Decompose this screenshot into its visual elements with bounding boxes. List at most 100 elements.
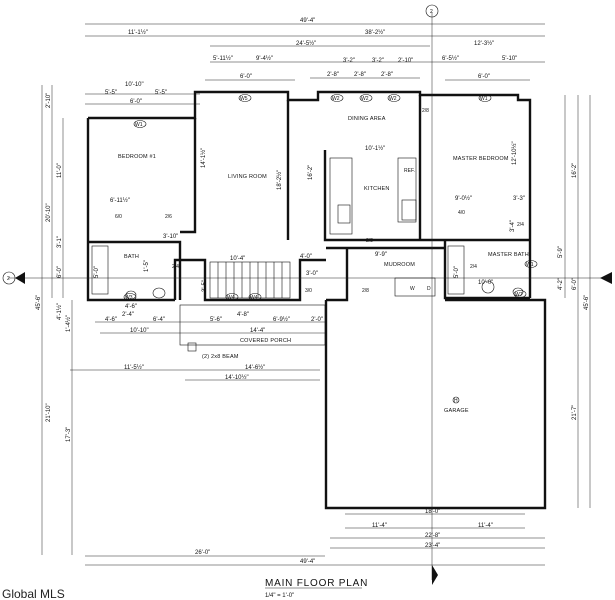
walls — [86, 90, 547, 510]
dim-living-window: 6'-0" — [240, 74, 252, 80]
window-tag: W2 — [332, 96, 340, 102]
dim-top-b: 9'-4½" — [256, 55, 273, 62]
dim-left-f: 4'-1½" — [56, 303, 63, 320]
dim-top-d: 5'-10" — [502, 56, 517, 62]
dim-porch-a: 4'-6" — [105, 317, 117, 323]
door-tag: 2/6 — [165, 214, 172, 220]
title-block: MAIN FLOOR PLAN 1/4" = 1'-0" — [265, 578, 368, 599]
dim-dining-w1: 2'-8" — [327, 72, 339, 78]
top-dimensions: 49'-4" 11'-1½" 38'-2½" 24'-5½" 12'-3½" 5… — [85, 18, 545, 105]
plan-scale: 1/4" = 1'-0" — [265, 593, 294, 599]
porch — [70, 304, 326, 381]
window-tag: W3 — [125, 295, 133, 301]
dim-dining-w6: 2'-10" — [398, 58, 413, 64]
window-tag: W4 — [250, 295, 258, 301]
dim-porch-d: 6'-9½" — [273, 316, 290, 323]
dim-hall-c: 4'-0" — [300, 254, 312, 260]
heater-label: H — [454, 398, 458, 404]
dim-left-a: 2'-10" — [46, 93, 52, 108]
dim-bottom-a: 11'-4" — [372, 523, 387, 529]
ref-label: REF. — [404, 168, 415, 174]
dim-left-h: 21'-10" — [46, 403, 52, 422]
dim-right-b: 5'-9" — [558, 246, 564, 258]
left-dimensions: 2'-10" 11'-0" 20'-10" 3'-1" 6'-0" 45'-6"… — [36, 93, 72, 442]
dim-bath-c: 2'-4" — [122, 312, 134, 318]
stairs — [217, 262, 283, 298]
dim-left-i: 17'-3" — [66, 427, 72, 442]
dim-bottom-overall: 49'-4" — [300, 559, 315, 565]
dim-master-closet: 9'-0½" — [455, 195, 472, 202]
dim-dining-depth: 16'-2" — [308, 165, 314, 180]
dim-right-c: 6'-0" — [572, 278, 578, 290]
door-tag: 6/0 — [115, 214, 122, 220]
bottom-dimensions: 18'-0" 11'-4" 11'-4" 22'-8" 23'-4" 26'-0… — [195, 509, 493, 565]
dim-mudroom-width: 9'-9" — [375, 252, 387, 258]
room-bedroom: BEDROOM #1 — [118, 154, 156, 160]
room-garage: GARAGE — [444, 408, 469, 414]
window-tag: W4 — [227, 295, 235, 301]
dim-top-a: 5'-11½" — [213, 55, 233, 62]
dim-porch-g: 14'-4" — [250, 328, 265, 334]
dim-bath-a: 4'-6" — [125, 304, 137, 310]
dim-porch-f: 10'-10" — [130, 328, 149, 334]
dim-closet-c: 3'-4" — [510, 220, 516, 232]
door-tag: 2/8 — [362, 288, 369, 294]
dryer-label: D — [427, 286, 431, 292]
window-tags: W1 W5 W2 W2 W2 W1 W3 W4 W4 W7 W1 — [123, 94, 538, 301]
dim-hall-a: 3'-10" — [163, 234, 178, 240]
dim-bottom-garage-door: 18'-0" — [425, 509, 440, 515]
dim-master-depth: 12'-10½" — [511, 141, 518, 165]
section-arrow-left — [15, 272, 25, 284]
dim-stair-b: 4'-8" — [237, 312, 249, 318]
dim-bed-seg-2: 5'-5" — [155, 90, 167, 96]
right-dimensions: 16'-2" 5'-9" 6'-0" 4'-2" 45'-6" 21'-7" — [558, 163, 590, 420]
room-bath: BATH — [124, 254, 139, 260]
dim-left-g: 1'-4½" — [65, 315, 72, 332]
dim-bottom-d: 23'-4" — [425, 543, 440, 549]
dim-hall-b: 10'-4" — [230, 256, 245, 262]
door-tag: 2/8 — [366, 238, 373, 244]
dim-top-mid: 24'-5½" — [296, 40, 316, 47]
dim-porch-b: 6'-4" — [153, 317, 165, 323]
dim-living-depth-2: 18'-2½" — [276, 170, 283, 190]
window-tag: W1 — [135, 122, 143, 128]
dim-left-c: 20'-10" — [46, 203, 52, 222]
dim-kitchen-width: 10'-1½" — [365, 145, 385, 152]
dim-top-right: 38'-2½" — [365, 29, 385, 36]
interior-dimensions: 14'-1½" 18'-2½" 16'-2" 10'-1½" 12'-10½" … — [94, 141, 525, 318]
dim-right-a: 16'-2" — [572, 163, 578, 178]
room-living: LIVING ROOM — [228, 174, 267, 180]
dim-closet-width: 6'-11½" — [110, 197, 130, 204]
dim-bottom-e: 26'-0" — [195, 550, 210, 556]
dim-porch-i: 14'-6½" — [245, 364, 265, 371]
dim-overall-top: 49'-4" — [300, 18, 315, 24]
dim-porch-c: 5'-6" — [210, 317, 222, 323]
room-master-bedroom: MASTER BEDROOM — [453, 156, 509, 162]
dim-right-d: 4'-2" — [558, 278, 564, 290]
dim-dining-w5: 2'-8" — [381, 72, 393, 78]
side-dim-lines — [8, 12, 605, 580]
dim-bath-b: 1'-5" — [144, 260, 150, 272]
garage-door — [85, 513, 545, 566]
dim-top-master: 12'-3½" — [474, 40, 494, 47]
dim-top-c: 6'-5½" — [442, 55, 459, 62]
room-covered-porch: COVERED PORCH — [240, 338, 291, 344]
dim-bath-tub: 5'-0" — [94, 266, 100, 278]
porch-dimensions: 4'-6" 6'-4" 5'-6" 6'-9½" 2'-0" 10'-10" 1… — [105, 316, 323, 381]
window-tag: W2 — [361, 96, 369, 102]
section-arrow-bottom — [432, 565, 438, 585]
mls-logo: Global MLS — [2, 587, 65, 600]
dim-left-b: 11'-0" — [57, 163, 63, 178]
window-tag: W1 — [526, 262, 534, 268]
washer-label: W — [410, 286, 415, 292]
door-tag: 3/0 — [305, 288, 312, 294]
dim-porch-h: 11'-5½" — [124, 364, 144, 371]
plan-title: MAIN FLOOR PLAN — [265, 578, 368, 589]
dim-bottom-c: 22'-8" — [425, 533, 440, 539]
door-tag: 2/4 — [172, 264, 179, 270]
section-marker-left: 2 — [7, 276, 10, 282]
kitchen-fixtures: REF. — [329, 157, 417, 235]
room-master-bath: MASTER BATH — [488, 252, 529, 258]
room-mudroom: MUDROOM — [384, 262, 415, 268]
